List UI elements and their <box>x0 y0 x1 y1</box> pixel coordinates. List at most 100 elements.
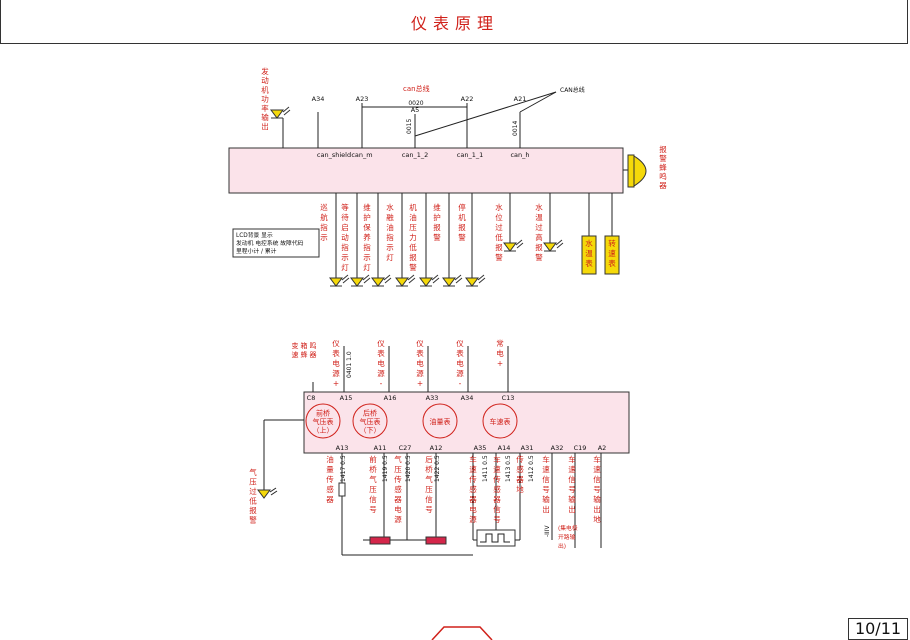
collector-note: 出) <box>558 542 566 550</box>
warning-lamp-icon <box>395 274 416 287</box>
gauge-text: 气压表 <box>313 417 334 426</box>
can-wires <box>282 91 557 148</box>
wire-code: 1422 0.5 <box>434 455 441 482</box>
warning-lamp-icon <box>419 274 440 287</box>
pin-label: A13 <box>336 444 349 452</box>
internal-label: can_1_2 <box>402 151 428 159</box>
wire-code: 1412 0.5 <box>528 455 535 482</box>
page-number: 10/11 <box>848 618 908 640</box>
internal-label: can_h <box>510 151 529 159</box>
wire-code: 1420 0.5 <box>405 455 412 482</box>
warning-lamp-icon <box>442 274 463 287</box>
pin-label: A16 <box>384 394 397 402</box>
lcd-info-line: LCD背景 显示 <box>236 231 273 239</box>
gauge-text: （上） <box>313 426 334 435</box>
output-label: 后桥气压信号 <box>425 454 433 514</box>
indicator-label: 巡航指示 <box>320 202 328 242</box>
wire-code: 1419 0.5 <box>382 455 389 482</box>
output-label: 传感器地 <box>516 454 524 494</box>
gearbox-buzzer-label: 变速 <box>292 341 299 359</box>
indicator-label: 维护保养指示灯 <box>363 202 371 272</box>
buzzer-icon <box>623 154 647 188</box>
wire-code: 1411 0.5 <box>482 455 489 482</box>
gearbox-buzzer-label: 箱蜂 <box>301 341 308 359</box>
output-label: 车速信号输出地 <box>593 454 601 524</box>
pin-label: C13 <box>502 394 515 402</box>
pin-label: A22 <box>461 95 474 103</box>
lcd-info-line: 里程小计 / 累计 <box>236 247 277 255</box>
speed-sensor-icon <box>476 529 516 547</box>
title-bar <box>0 0 908 44</box>
buzzer-label: 报警蜂鸣器 <box>659 144 667 190</box>
gauge-circle <box>305 403 341 439</box>
power-input-label: 常电+ <box>496 339 504 368</box>
pin-label: A15 <box>340 394 353 402</box>
lcd-info-line: 发动机 电控系统 故障代码 <box>236 239 304 247</box>
gauge-text: 后桥 <box>363 409 377 418</box>
gauge-circle <box>482 403 518 439</box>
output-label: 前桥气压信号 <box>369 454 377 514</box>
indicator-label: 停机报警 <box>458 202 466 242</box>
resistor-rear-icon <box>425 536 447 545</box>
power-input-label: 仪表电源+ <box>332 339 340 388</box>
gauge-circle <box>352 403 388 439</box>
indicator-label: 水位过低报警 <box>495 202 503 262</box>
wire-code: 0020 <box>408 100 423 107</box>
warning-lamp-icon <box>543 239 564 252</box>
can-bus-label: can总线 <box>403 84 430 93</box>
pin-label: A5 <box>411 106 420 114</box>
engine-power-lamp-icon <box>270 106 291 119</box>
pin-label: A21 <box>514 95 527 103</box>
wire-code: 0015 <box>406 119 413 134</box>
output-label: 车速传感器电源 <box>469 454 477 524</box>
pin-label: A2 <box>598 444 607 452</box>
output-label: 车速传感器信号 <box>493 454 501 524</box>
wire-code: 0014 <box>512 121 519 136</box>
indicator-label: 水融油指示灯 <box>386 202 394 262</box>
gauge-label: 转速表 <box>608 238 616 268</box>
pin-label: A33 <box>426 394 439 402</box>
page-marker-shape <box>431 626 493 640</box>
indicator-label: 机油压力低报警 <box>409 202 417 272</box>
warning-lamp-icon <box>503 239 524 252</box>
gauge-text: 气压表 <box>360 417 381 426</box>
power-input-label: 仪表电源- <box>377 339 385 388</box>
top-instrument-panel <box>228 147 624 194</box>
wire-code: 1417 0.5 <box>340 455 347 482</box>
output-label: 车速信号输出 <box>568 454 576 514</box>
pin-label: A14 <box>498 444 511 452</box>
internal-label: can_shield <box>317 151 351 159</box>
pin-label: A32 <box>551 444 564 452</box>
warning-lamp-icon <box>350 274 371 287</box>
gauge-text: 油量表 <box>430 417 451 426</box>
wire-code: 1413 0.5 <box>505 455 512 482</box>
indicator-label: 维护报警 <box>433 202 441 242</box>
output-label: 车速信号输出 <box>542 454 550 514</box>
gauge-circle <box>422 403 458 439</box>
pin-label: C27 <box>399 444 412 452</box>
pin-label: A35 <box>474 444 487 452</box>
page-title: 仪表原理 <box>410 14 499 33</box>
warning-lamp-icon <box>371 274 392 287</box>
power-input-label: 仪表电源- <box>456 339 464 388</box>
gauge-text: 前桥 <box>316 409 330 418</box>
gauge-text: （下） <box>360 427 381 435</box>
collector-note: (集电极 <box>558 524 578 532</box>
output-label-suffix: -IIIV <box>544 525 551 537</box>
pin-label: A34 <box>461 394 474 402</box>
warning-lamp-icon <box>465 274 486 287</box>
can-bus-label-2: CAN总线 <box>560 86 585 94</box>
internal-label: can_m <box>351 151 372 159</box>
resistor-front-icon <box>369 536 391 545</box>
oil-sensor-icon <box>338 482 346 497</box>
pin-label: A34 <box>312 95 325 103</box>
warning-lamp-icon <box>329 274 350 287</box>
low-pressure-warning-label: 气压过低报警 <box>249 467 257 525</box>
indicator-label: 等待启动指示灯 <box>341 202 349 272</box>
output-label: 油量传感器 <box>326 454 334 504</box>
pin-label: C19 <box>574 444 587 452</box>
pin-label: A31 <box>521 444 534 452</box>
